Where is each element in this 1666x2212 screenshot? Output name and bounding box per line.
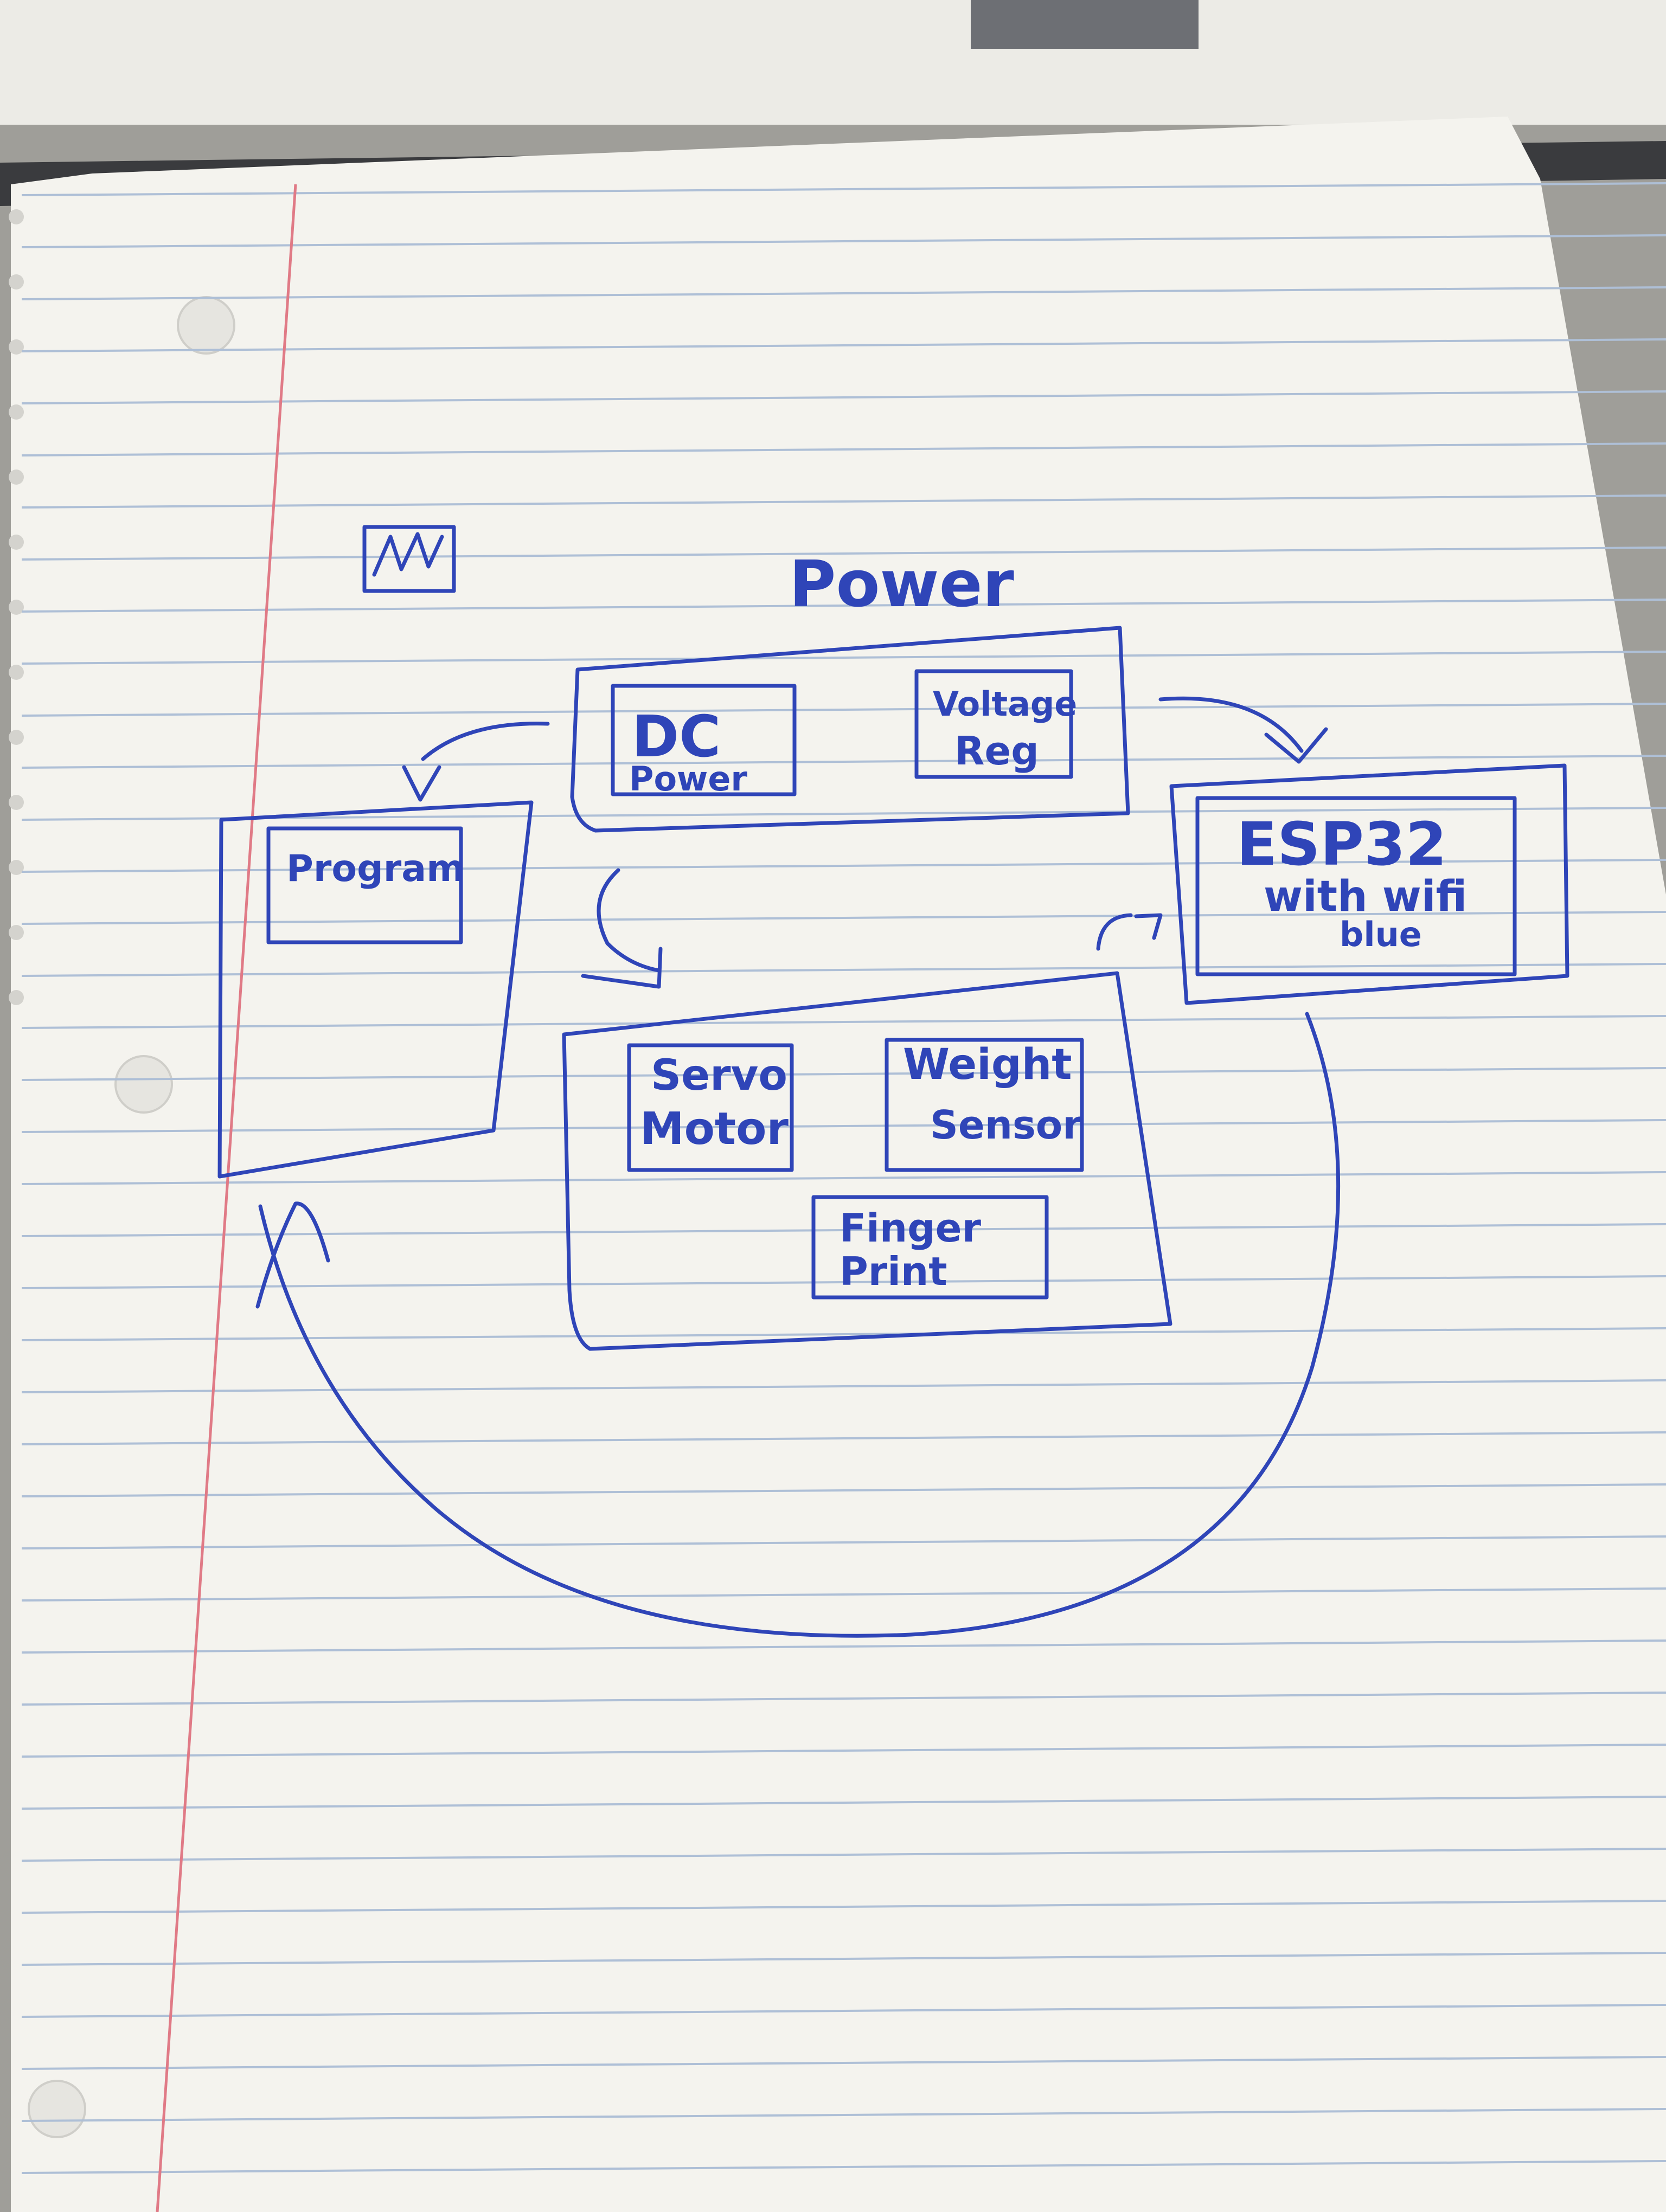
ruled-line	[21, 807, 1666, 821]
ruled-line	[21, 1067, 1666, 1081]
ruled-line	[21, 599, 1666, 613]
ruled-line	[21, 1015, 1666, 1029]
weight-sensor-block	[885, 1038, 1084, 1172]
dc-power-block	[611, 684, 797, 796]
esp32-label-3: blue	[1340, 915, 1422, 954]
ruled-line	[21, 963, 1666, 977]
ruled-line	[21, 1327, 1666, 1341]
ruled-line	[21, 911, 1666, 925]
scribble-box-icon	[362, 525, 456, 593]
dc-power-label-1: DC	[632, 704, 721, 770]
margin-line	[156, 184, 297, 2212]
weight-sensor-label-2: Sensor	[930, 1102, 1082, 1148]
ruled-line	[21, 1275, 1666, 1289]
ruled-line	[21, 286, 1666, 300]
top-paper-stack	[0, 0, 1666, 125]
ruled-line	[21, 2004, 1666, 2018]
ruled-line	[21, 2160, 1666, 2174]
program-label: Program	[286, 847, 465, 890]
ruled-line	[21, 1952, 1666, 1966]
ruled-line	[21, 1587, 1666, 1602]
gray-clip	[971, 0, 1199, 49]
ruled-line	[21, 703, 1666, 717]
dc-power-label-2: Power	[629, 759, 747, 799]
program-box	[217, 800, 534, 1179]
esp32-label-2: with wifi	[1264, 872, 1467, 921]
ruled-line	[21, 442, 1666, 456]
ruled-line	[21, 2056, 1666, 2070]
arrow-power-to-program	[402, 722, 550, 802]
voltage-reg-label-1: Voltage	[933, 684, 1077, 724]
fingerprint-block	[811, 1195, 1049, 1300]
binder-hole-top	[177, 296, 235, 355]
ruled-line	[21, 494, 1666, 509]
ruled-line	[21, 651, 1666, 665]
arrow-esp32-to-peripherals	[1096, 913, 1163, 951]
ruled-line	[21, 859, 1666, 873]
ruled-line	[21, 1119, 1666, 1133]
esp32-box	[1169, 763, 1569, 1005]
ruled-line	[21, 390, 1666, 404]
arrow-power-to-peripherals	[581, 868, 663, 989]
ruled-line	[21, 1171, 1666, 1185]
binder-hole-middle	[114, 1055, 173, 1114]
ruled-line	[21, 1744, 1666, 1758]
ruled-line	[21, 755, 1666, 769]
voltage-reg-label-2: Reg	[954, 728, 1039, 774]
ruled-line	[21, 1483, 1666, 1497]
ruled-line	[21, 1796, 1666, 1810]
esp32-label-1: ESP32	[1236, 809, 1447, 879]
weight-sensor-label-1: Weight	[903, 1040, 1072, 1089]
arrow-power-to-esp32	[1158, 696, 1328, 764]
ruled-line	[21, 2108, 1666, 2122]
esp32-inner-box	[1195, 796, 1517, 976]
arrow-esp32-loop-to-program	[255, 1012, 1341, 1638]
ruled-line	[21, 1431, 1666, 1445]
diagram-title: Power	[789, 546, 1014, 621]
ruled-line	[21, 234, 1666, 248]
ruled-line	[21, 1900, 1666, 1914]
servo-motor-block	[627, 1043, 794, 1172]
ruled-line	[21, 1848, 1666, 1862]
ruled-lines	[21, 182, 1666, 2174]
fingerprint-label-2: Print	[840, 1249, 947, 1294]
binder-hole-bottom	[28, 2080, 86, 2138]
ruled-line	[21, 338, 1666, 352]
power-group-box	[570, 626, 1130, 833]
peripherals-box	[562, 971, 1172, 1351]
fingerprint-label-1: Finger	[840, 1205, 981, 1251]
program-inner-box	[266, 826, 463, 944]
servo-motor-label-1: Servo	[651, 1051, 787, 1100]
voltage-reg-block	[914, 669, 1073, 779]
ruled-line	[21, 1535, 1666, 1549]
servo-motor-label-2: Motor	[640, 1103, 789, 1155]
ruled-line	[21, 1639, 1666, 1654]
paper-sheet	[11, 117, 1666, 2212]
ruled-line	[21, 546, 1666, 561]
ruled-line	[21, 1379, 1666, 1393]
ruled-line	[21, 1223, 1666, 1237]
perforated-edge	[9, 209, 24, 1005]
ruled-line	[21, 1692, 1666, 1706]
